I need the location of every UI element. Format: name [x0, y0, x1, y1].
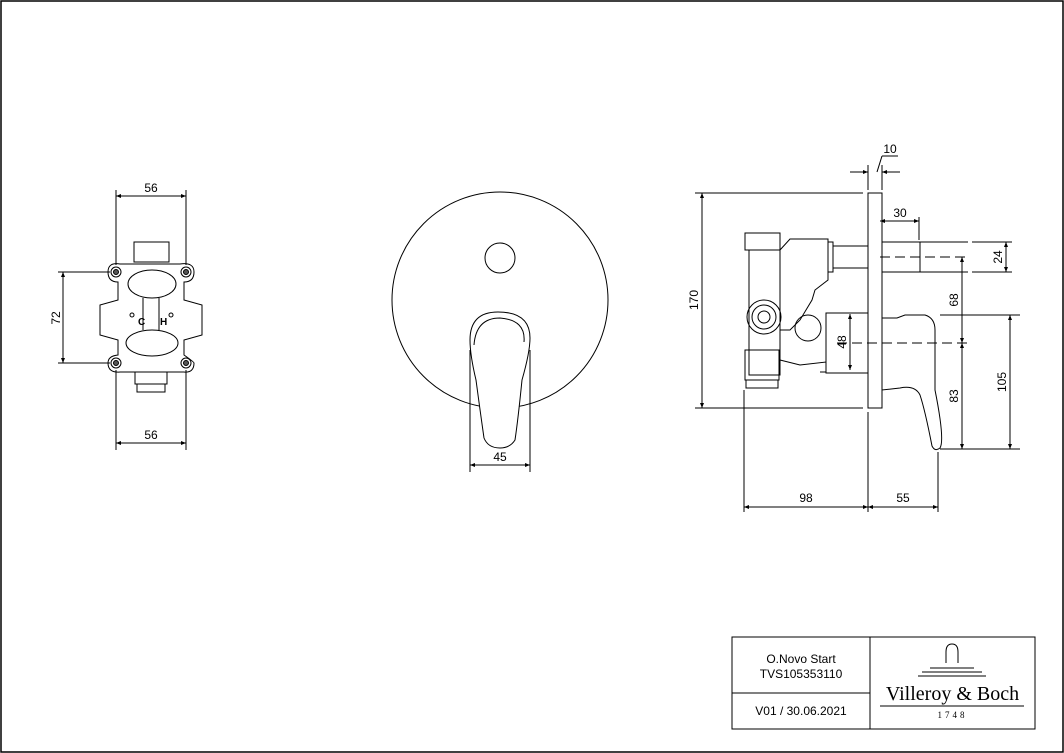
- dim-left-bottom-width: 56: [144, 428, 158, 442]
- mixer-front-view: [391, 191, 609, 472]
- dim-handle-height: 105: [995, 372, 1009, 392]
- hot-label: H: [160, 317, 167, 328]
- dim-front-handle-width: 45: [493, 450, 507, 464]
- version-date: V01 / 30.06.2021: [755, 704, 847, 718]
- mixer-side-view: [695, 155, 1020, 512]
- dim-plate-thickness: 10: [883, 142, 897, 156]
- product-name: O.Novo Start: [766, 652, 836, 666]
- article-number: TVS105353110: [759, 667, 843, 681]
- brand-year: 1748: [937, 710, 968, 720]
- dim-depth-front: 55: [896, 491, 910, 505]
- dim-depth-behind: 98: [799, 491, 813, 505]
- title-block: [731, 636, 1036, 730]
- dim-spout-height: 24: [991, 250, 1005, 264]
- cold-label: C: [138, 317, 145, 328]
- dim-left-top-width: 56: [144, 181, 158, 195]
- dim-spout-length: 30: [893, 206, 907, 220]
- concealed-body-rear-view: [58, 190, 203, 450]
- dim-center-to-bottom: 83: [947, 389, 961, 403]
- brand-logo-icon: [880, 643, 1024, 707]
- dim-body-height: 48: [835, 335, 849, 349]
- dim-spout-to-center: 68: [947, 293, 961, 307]
- brand-name: Villeroy & Boch: [885, 683, 1020, 705]
- dim-left-height: 72: [49, 311, 63, 325]
- dim-total-height: 170: [687, 290, 701, 310]
